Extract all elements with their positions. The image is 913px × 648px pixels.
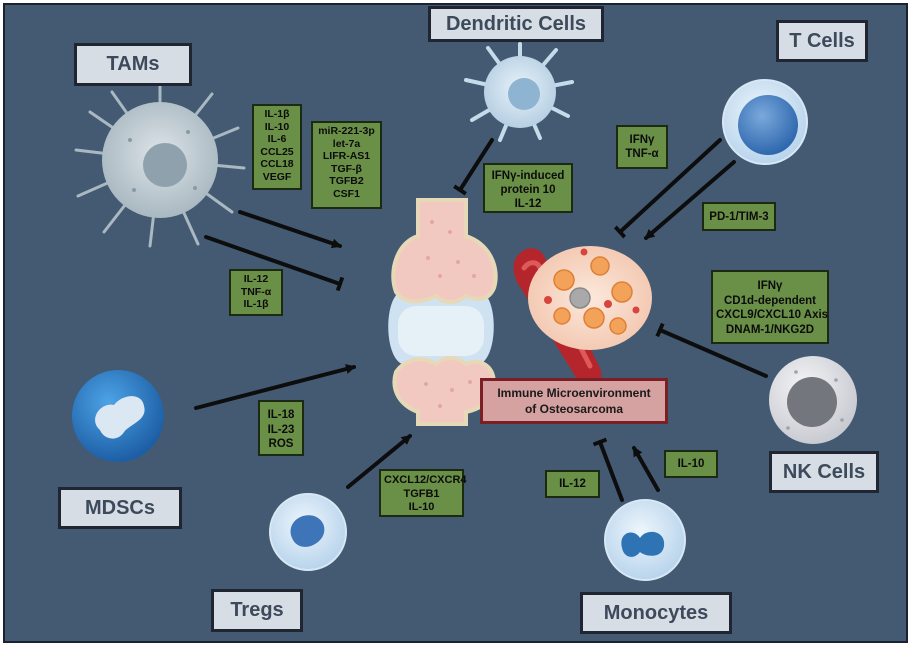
tams-inhibition-arrow (204, 235, 345, 292)
factor-item: LIFR-AS1 (322, 150, 371, 162)
mdsc-cell-illustration (72, 370, 164, 462)
tams-activation-arrow (238, 210, 342, 249)
factor-item: TGFB1 (403, 487, 440, 500)
tam-cell-illustration (74, 80, 246, 248)
factor-item: IFNγ (757, 280, 783, 292)
monocytes-il10-box: IL-10 (664, 450, 718, 478)
monocyte-cell-illustration (604, 499, 686, 581)
dendritic-inhibition-arrow (453, 138, 494, 196)
center-label-line-2: of Osteosarcoma (524, 402, 624, 416)
factor-item: CXCL12/CXCR4 (384, 474, 467, 486)
factor-item: TGFB2 (329, 175, 364, 187)
mdscs-factors-box: IL-18 IL-23 ROS (258, 400, 304, 456)
tcells-inhibitory-factors-box: IFNγ TNF-α (616, 125, 668, 169)
factor-item: IL-6 (267, 133, 287, 145)
tregs-factors-box: CXCL12/CXCR4 TGFB1 IL-10 (379, 469, 467, 517)
factor-item: protein 10 (500, 184, 556, 196)
factor-item: PD-1/TIM-3 (709, 211, 769, 223)
center-label-line-1: Immune Microenvironment (497, 386, 651, 400)
factor-item: IL-12 (559, 478, 586, 490)
tregs-activation-arrow (346, 434, 412, 489)
knee-joint-illustration (388, 198, 498, 426)
tams-mirna-factors-box: miR-221-3p let-7a LIFR-AS1 TGF-β TGFB2 C… (311, 121, 382, 209)
monocytes-activation-arrow (632, 446, 660, 492)
mdscs-activation-arrow (194, 364, 356, 410)
nk-cells-label: NK Cells (769, 451, 879, 493)
factor-item: ROS (268, 438, 294, 450)
factor-item: IL-18 (267, 409, 295, 421)
factor-item: CD1d-dependent (724, 294, 816, 307)
tregs-label: Tregs (211, 589, 303, 632)
factor-item: miR-221-3p (318, 125, 375, 137)
factor-item: CSF1 (333, 187, 360, 200)
tams-factors-box: IL-1β IL-10 IL-6 CCL25 CCL18 VEGF (252, 104, 302, 190)
mdscs-label: MDSCs (58, 487, 182, 529)
nk-cell-illustration (769, 356, 857, 444)
t-cell-illustration (722, 79, 808, 165)
factor-item: TNF-α (625, 148, 659, 160)
factor-item: VEGF (262, 170, 292, 183)
factor-item: IL-10 (408, 501, 435, 513)
factor-item: IL-10 (264, 120, 290, 133)
factor-item: let-7a (332, 137, 361, 150)
dendritic-factors-box: IFNγ-induced protein 10 IL-12 (483, 163, 573, 213)
factor-item: IFNγ-induced (491, 170, 565, 182)
factor-item: IL-10 (677, 458, 705, 470)
factor-item: IFNγ (629, 134, 655, 146)
factor-item: IL-12 (514, 198, 542, 210)
tams-inhibitory-factors-box: IL-12 TNF-α IL-1β (229, 269, 283, 316)
tams-label: TAMs (74, 43, 192, 86)
tumor-illustration (513, 246, 652, 388)
factor-item: CCL18 (260, 158, 294, 170)
factor-item: CCL25 (260, 145, 294, 158)
dendritic-cell-illustration (464, 42, 574, 142)
factor-item: CXCL9/CXCL10 Axis (716, 309, 829, 321)
factor-item: IL-1β (264, 108, 290, 120)
factor-item: IL-23 (267, 423, 295, 436)
factor-item: DNAM-1/NKG2D (725, 323, 815, 336)
factor-item: TGF-β (331, 162, 362, 175)
tcells-activation-arrow (644, 160, 736, 240)
connector-arrows (194, 138, 768, 502)
tcells-inhibition-arrow (613, 138, 722, 239)
tcells-checkpoint-box: PD-1/TIM-3 (702, 202, 776, 231)
factor-item: IL-12 (243, 273, 269, 285)
t-cells-label: T Cells (776, 20, 868, 62)
nk-inhibition-arrow (655, 322, 768, 378)
monocytes-inhibition-arrow (592, 437, 624, 502)
nk-factors-box: IFNγ CD1d-dependent CXCL9/CXCL10 Axis DN… (711, 270, 829, 344)
factor-item: TNF-α (240, 285, 272, 298)
factor-item: IL-1β (243, 298, 269, 310)
dendritic-cells-label: Dendritic Cells (428, 6, 604, 42)
treg-cell-illustration (269, 493, 347, 571)
monocytes-il12-box: IL-12 (545, 470, 600, 498)
monocytes-label: Monocytes (580, 592, 732, 634)
immune-microenvironment-label: Immune Microenvironment of Osteosarcoma (480, 378, 668, 424)
